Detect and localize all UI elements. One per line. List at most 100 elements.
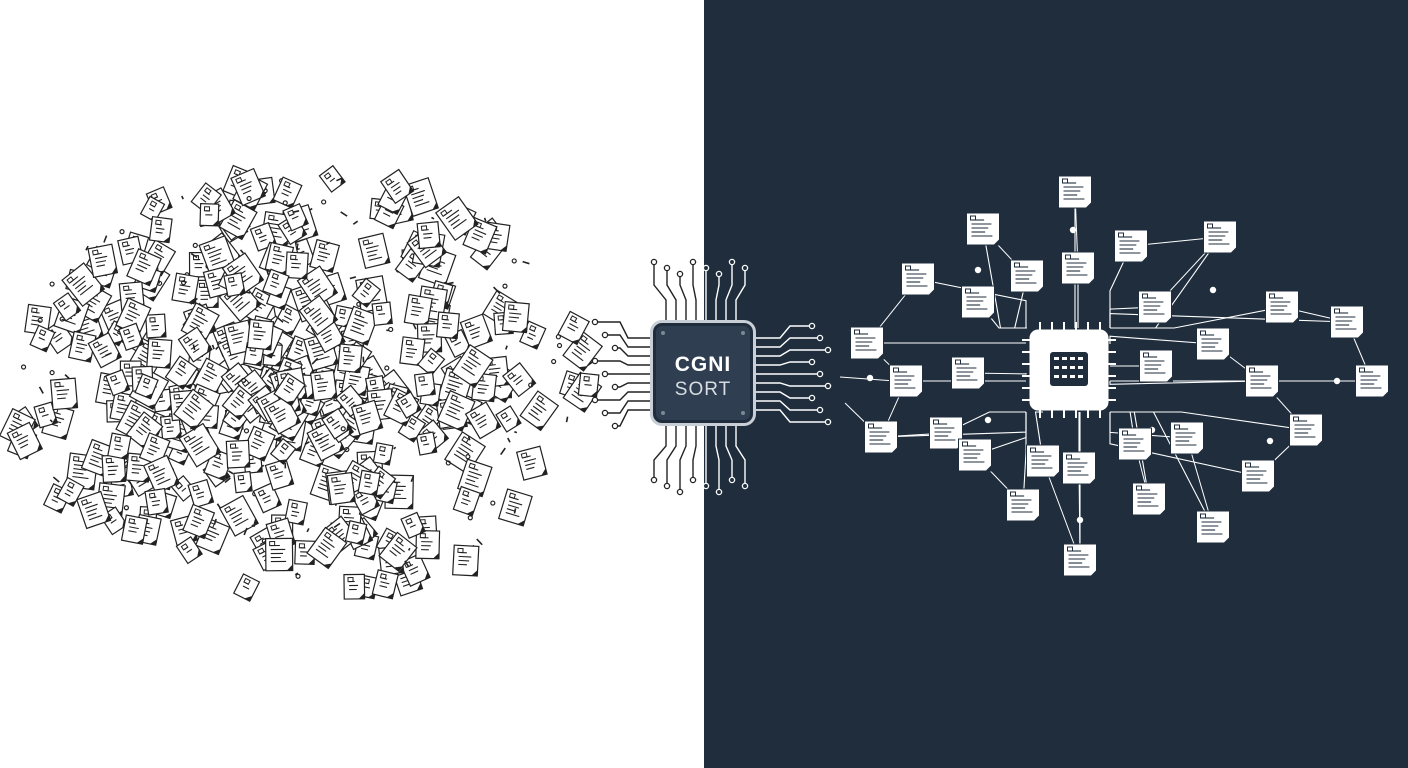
- scattered-document-icon: [284, 498, 309, 526]
- hub-screen-glyph: [1070, 375, 1075, 378]
- network-link: [917, 278, 1027, 328]
- paper-fragment: [340, 211, 348, 217]
- paper-fragment: [213, 518, 217, 525]
- pin-dot: [123, 505, 130, 511]
- trace-endpoint: [591, 318, 599, 326]
- scattered-document-icon: [343, 573, 366, 600]
- sorted-document-icon: [961, 285, 995, 319]
- trace-endpoint: [808, 322, 816, 330]
- circuit-trace: [595, 360, 650, 366]
- paper-fragment: [500, 447, 506, 456]
- sorted-document-icon: [1026, 444, 1060, 478]
- trace-endpoint: [715, 270, 723, 278]
- paper-fragment: [412, 323, 417, 330]
- paper-fragment: [38, 386, 44, 394]
- pin-dot: [180, 280, 187, 286]
- sorted-document-icon: [1170, 421, 1204, 455]
- sorted-document-icon: [1061, 251, 1095, 285]
- network-link: [1110, 306, 1283, 329]
- scattered-document-icon: [118, 322, 145, 352]
- trace-endpoint: [816, 406, 824, 414]
- circuit-trace: [725, 426, 733, 480]
- network-junction-dot: [1076, 516, 1084, 524]
- scattered-document-icon: [403, 293, 433, 327]
- scattered-document-icon: [252, 482, 283, 514]
- circuit-trace: [735, 426, 746, 486]
- trace-endpoint: [663, 482, 671, 490]
- chip-corner-dot: [661, 331, 665, 335]
- scattered-document-icon: [294, 540, 316, 566]
- sorted-document-icon: [1139, 349, 1173, 383]
- cgni-sort-chip: CGNI SORT: [650, 320, 756, 426]
- pin-dot: [321, 199, 327, 205]
- paper-fragment: [407, 547, 411, 551]
- pin-dot: [502, 283, 508, 289]
- trace-endpoint: [689, 476, 697, 484]
- trace-endpoint: [808, 358, 816, 366]
- scattered-document-icon: [497, 488, 533, 527]
- scattered-document-icon: [172, 388, 215, 431]
- scattered-document-icon: [134, 373, 159, 400]
- chip-label-line1: CGNI: [674, 353, 732, 376]
- scattered-document-icon: [436, 389, 476, 432]
- sorted-document-icon: [1063, 543, 1097, 577]
- scattered-document-icon: [52, 292, 82, 322]
- sorted-document-icon: [1114, 229, 1148, 263]
- paper-fragment: [306, 528, 310, 533]
- trace-endpoint: [650, 476, 658, 484]
- pin-dot: [551, 358, 557, 365]
- hub-screen-glyph: [1070, 366, 1075, 369]
- hub-screen-glyph: [1062, 357, 1067, 360]
- pin-dot: [37, 317, 43, 323]
- paper-fragment: [314, 437, 323, 442]
- circuit-trace: [756, 337, 820, 348]
- scattered-document-icon: [326, 471, 356, 506]
- trace-endpoint: [663, 264, 671, 272]
- scattered-document-icon: [402, 176, 440, 218]
- paper-fragment: [211, 344, 215, 350]
- network-link: [1110, 411, 1307, 431]
- pin-dot: [356, 301, 362, 307]
- scattered-document-icon: [435, 311, 460, 340]
- trace-endpoint: [676, 270, 684, 278]
- pin-dot: [49, 281, 55, 287]
- scattered-document-icon: [337, 343, 363, 374]
- trace-endpoint: [601, 409, 609, 417]
- network-link: [967, 372, 1027, 375]
- paper-fragment: [311, 357, 319, 365]
- hub-screen-glyph: [1054, 366, 1059, 369]
- network-junction-dot: [1333, 377, 1341, 385]
- sorted-document-icon: [1355, 364, 1389, 398]
- sorted-document-icon: [1058, 175, 1092, 209]
- paper-fragment: [483, 217, 487, 222]
- scattered-document-icon: [415, 431, 438, 456]
- scattered-document-icon: [269, 437, 297, 465]
- network-link: [1109, 380, 1263, 385]
- paper-fragment: [261, 464, 265, 468]
- network-junction-dot: [866, 374, 874, 382]
- scattered-document-icon: [272, 303, 304, 337]
- trace-endpoint: [728, 258, 736, 266]
- trace-endpoint: [715, 488, 723, 496]
- scattered-document-icon: [501, 300, 530, 334]
- scattered-document-icon: [263, 394, 302, 435]
- scattered-document-icon: [101, 454, 127, 484]
- scattered-document-icon: [515, 445, 548, 481]
- circuit-trace: [756, 382, 828, 387]
- scattered-document-icon: [464, 401, 502, 440]
- sorted-document-icon: [1265, 290, 1299, 324]
- circuit-trace: [653, 426, 667, 480]
- paper-fragment: [325, 241, 331, 246]
- pin-dot: [467, 515, 473, 521]
- sorted-document-icon: [1132, 482, 1166, 516]
- scattered-document-icon: [350, 399, 384, 436]
- paper-fragment: [467, 436, 471, 441]
- scattered-document-icon: [126, 248, 162, 287]
- sorted-document-icon: [1203, 220, 1237, 254]
- trace-endpoint: [702, 264, 710, 272]
- circuit-trace: [756, 391, 812, 399]
- sorted-document-icon: [850, 326, 884, 360]
- pin-dot: [556, 342, 563, 349]
- paper-fragment: [181, 195, 184, 200]
- paper-fragment: [448, 281, 454, 285]
